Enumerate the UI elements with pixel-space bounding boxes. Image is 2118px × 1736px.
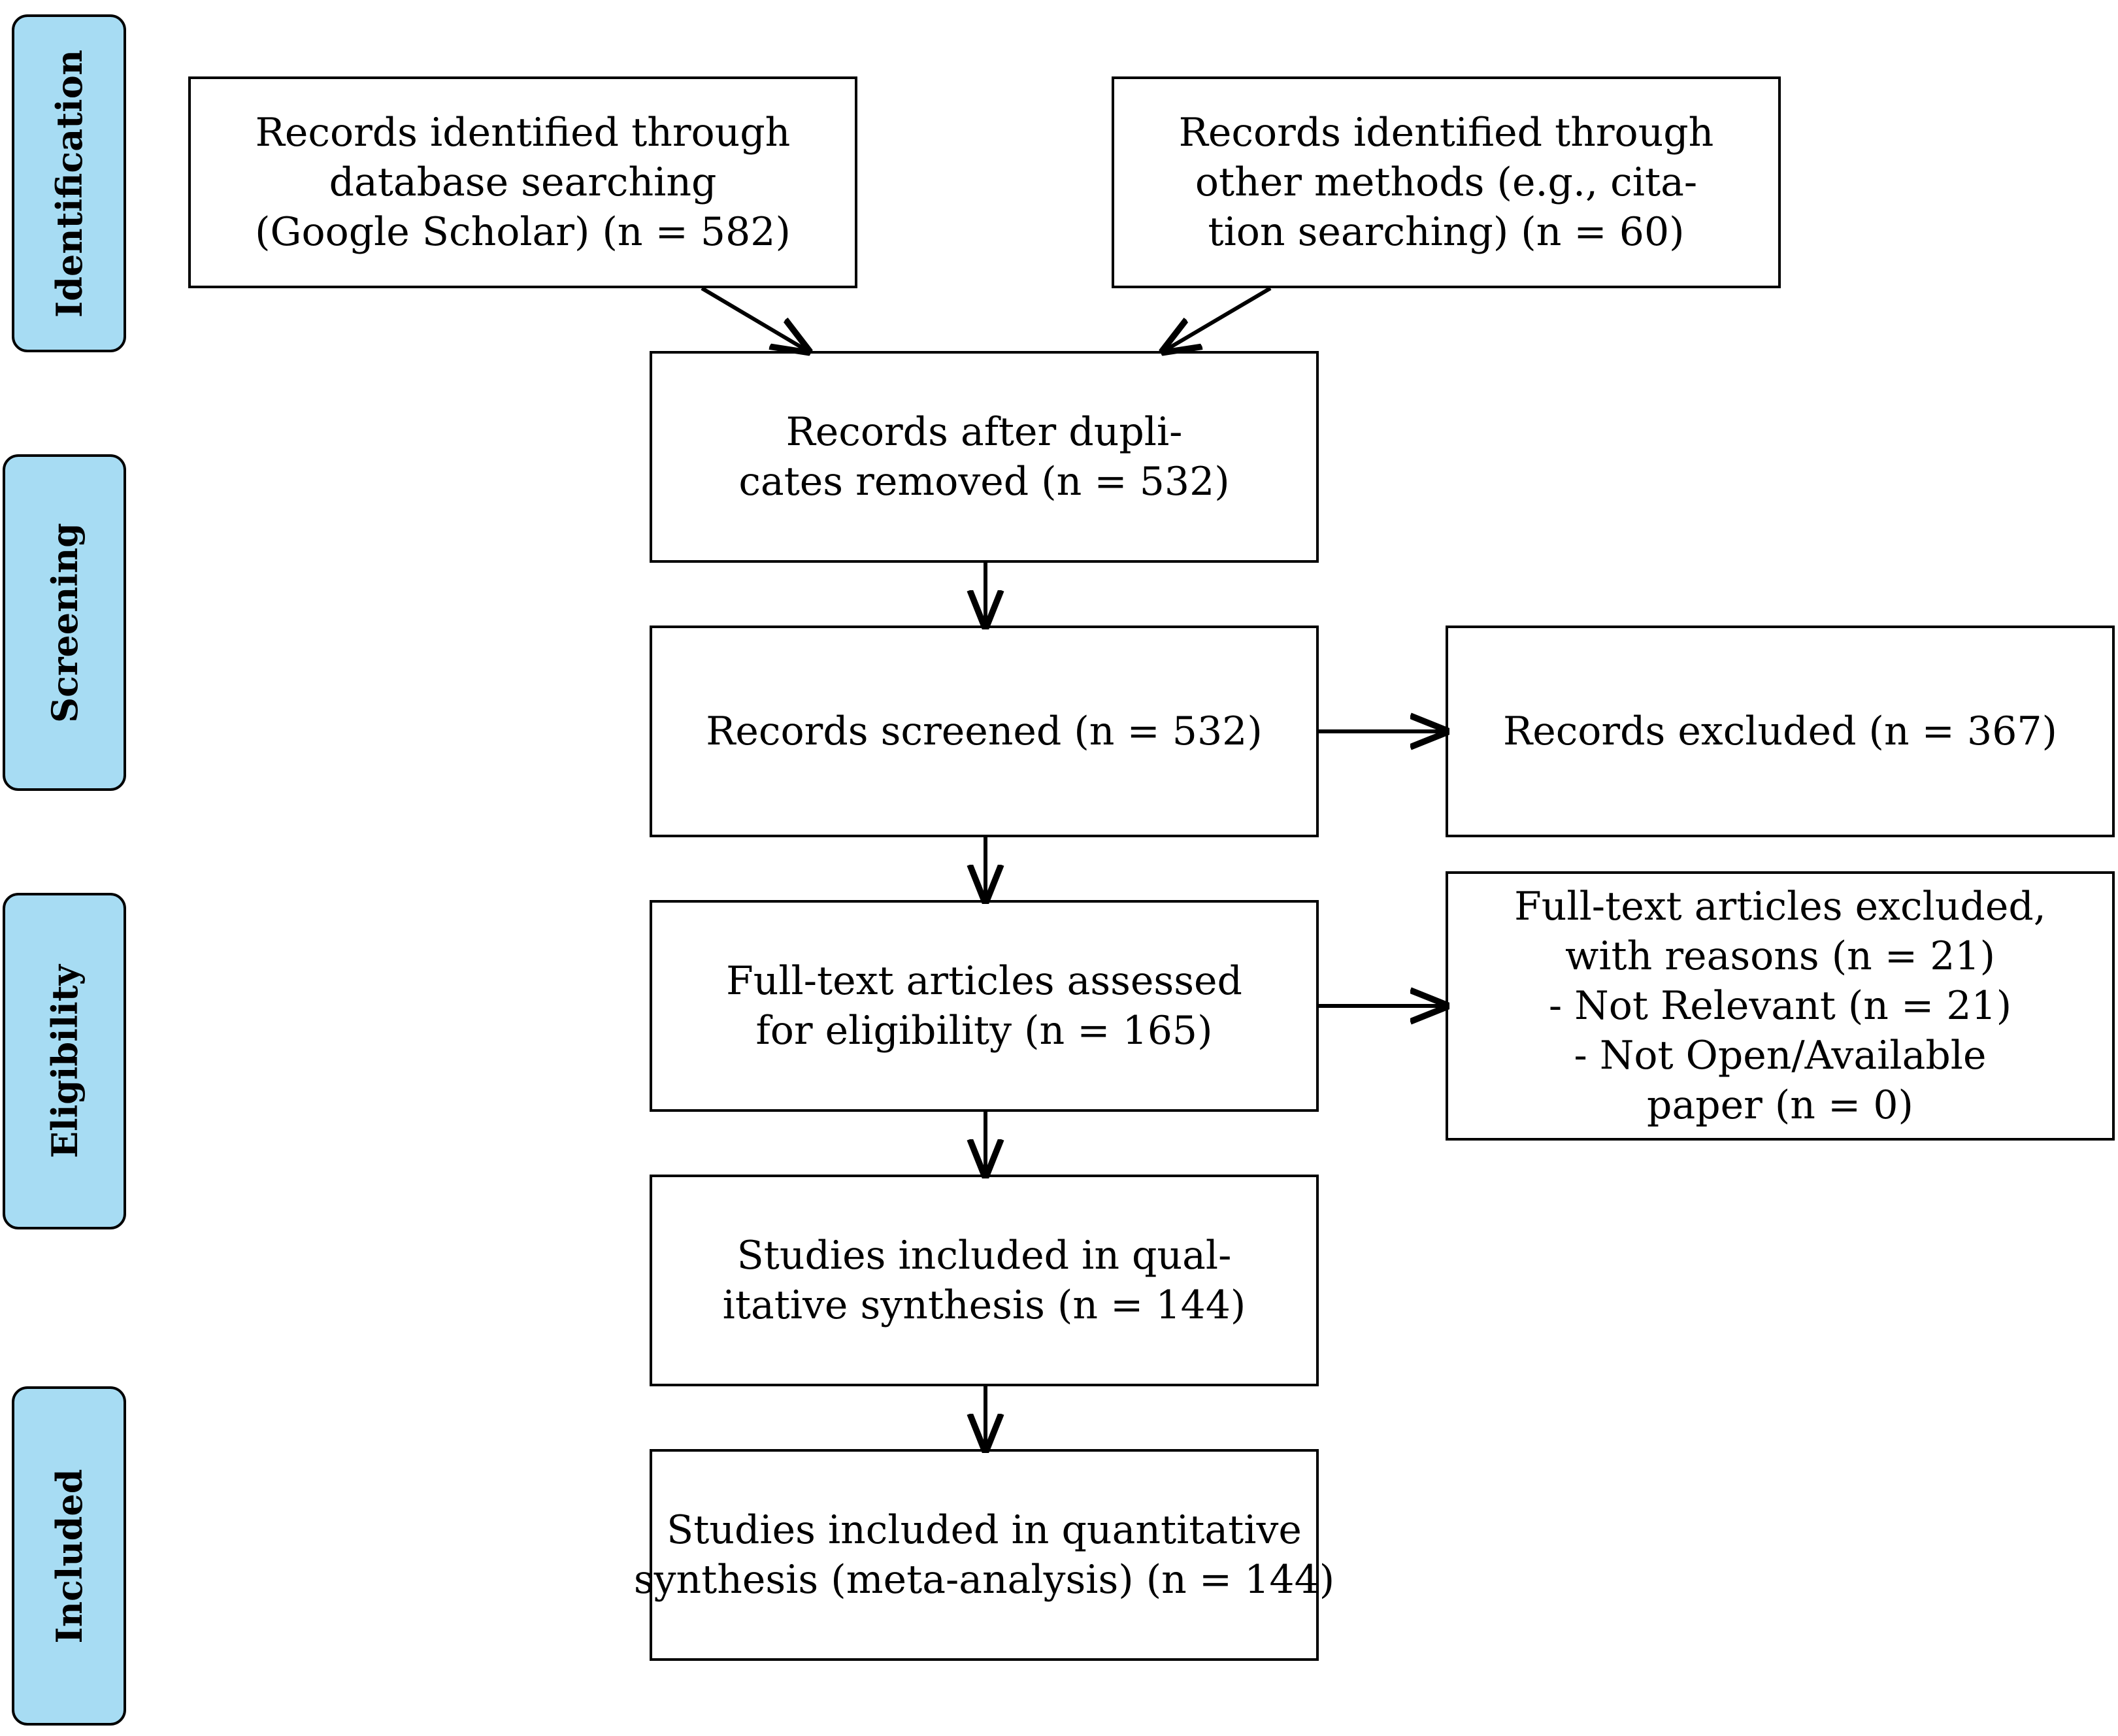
records-excluded-line-1: Records excluded (n = 367) bbox=[1503, 709, 2057, 754]
fulltext-assessed-line-1: Full-text articles assessed bbox=[726, 958, 1242, 1004]
other-methods-box: Records identified through other methods… bbox=[1112, 76, 1781, 288]
fulltext-assessed-box: Full-text articles assessed for eligibil… bbox=[650, 900, 1319, 1112]
records-screened-line-1: Records screened (n = 532) bbox=[706, 709, 1263, 754]
database-search-line-3: (Google Scholar) (n = 582) bbox=[255, 209, 791, 255]
database-search-line-1: Records identified through bbox=[255, 110, 791, 156]
duplicates-removed-box: Records after dupli- cates removed (n = … bbox=[650, 351, 1319, 563]
fulltext-excluded-line-1: Full-text articles excluded, bbox=[1514, 884, 2046, 929]
quantitative-synthesis-line-1: Studies included in quantitative bbox=[667, 1507, 1302, 1553]
qualitative-synthesis-line-1: Studies included in qual- bbox=[736, 1233, 1232, 1278]
quantitative-synthesis-box: Studies included in quantitative synthes… bbox=[634, 1449, 1334, 1661]
arrow-other-to-duplicates bbox=[1164, 286, 1272, 351]
fulltext-excluded-line-3: - Not Relevant (n = 21) bbox=[1548, 983, 2012, 1029]
database-search-line-2: database searching bbox=[329, 159, 717, 205]
stage-identification: Identification bbox=[12, 14, 126, 352]
other-methods-line-1: Records identified through bbox=[1178, 110, 1714, 156]
database-search-box: Records identified through database sear… bbox=[188, 76, 857, 288]
fulltext-excluded-line-2: with reasons (n = 21) bbox=[1565, 933, 1995, 979]
quantitative-synthesis-line-2: synthesis (meta-analysis) (n = 144) bbox=[633, 1557, 1335, 1603]
records-screened-box: Records screened (n = 532) bbox=[650, 626, 1319, 837]
qualitative-synthesis-line-2: itative synthesis (n = 144) bbox=[722, 1282, 1246, 1328]
duplicates-removed-line-1: Records after dupli- bbox=[786, 409, 1183, 455]
fulltext-excluded-line-4: - Not Open/Available bbox=[1574, 1033, 1987, 1078]
duplicates-removed-line-2: cates removed (n = 532) bbox=[738, 459, 1230, 505]
other-methods-line-3: tion searching) (n = 60) bbox=[1208, 209, 1685, 255]
fulltext-excluded-line-5: paper (n = 0) bbox=[1647, 1082, 1913, 1128]
other-methods-line-2: other methods (e.g., cita- bbox=[1195, 159, 1698, 205]
records-excluded-box: Records excluded (n = 367) bbox=[1446, 626, 2115, 837]
qualitative-synthesis-box: Studies included in qual- itative synthe… bbox=[650, 1175, 1319, 1386]
stage-included: Included bbox=[12, 1386, 126, 1726]
stage-screening: Screening bbox=[3, 454, 126, 791]
arrow-database-to-duplicates bbox=[701, 286, 808, 351]
fulltext-assessed-line-2: for eligibility (n = 165) bbox=[755, 1008, 1213, 1054]
stage-eligibility: Eligibility bbox=[3, 893, 126, 1229]
